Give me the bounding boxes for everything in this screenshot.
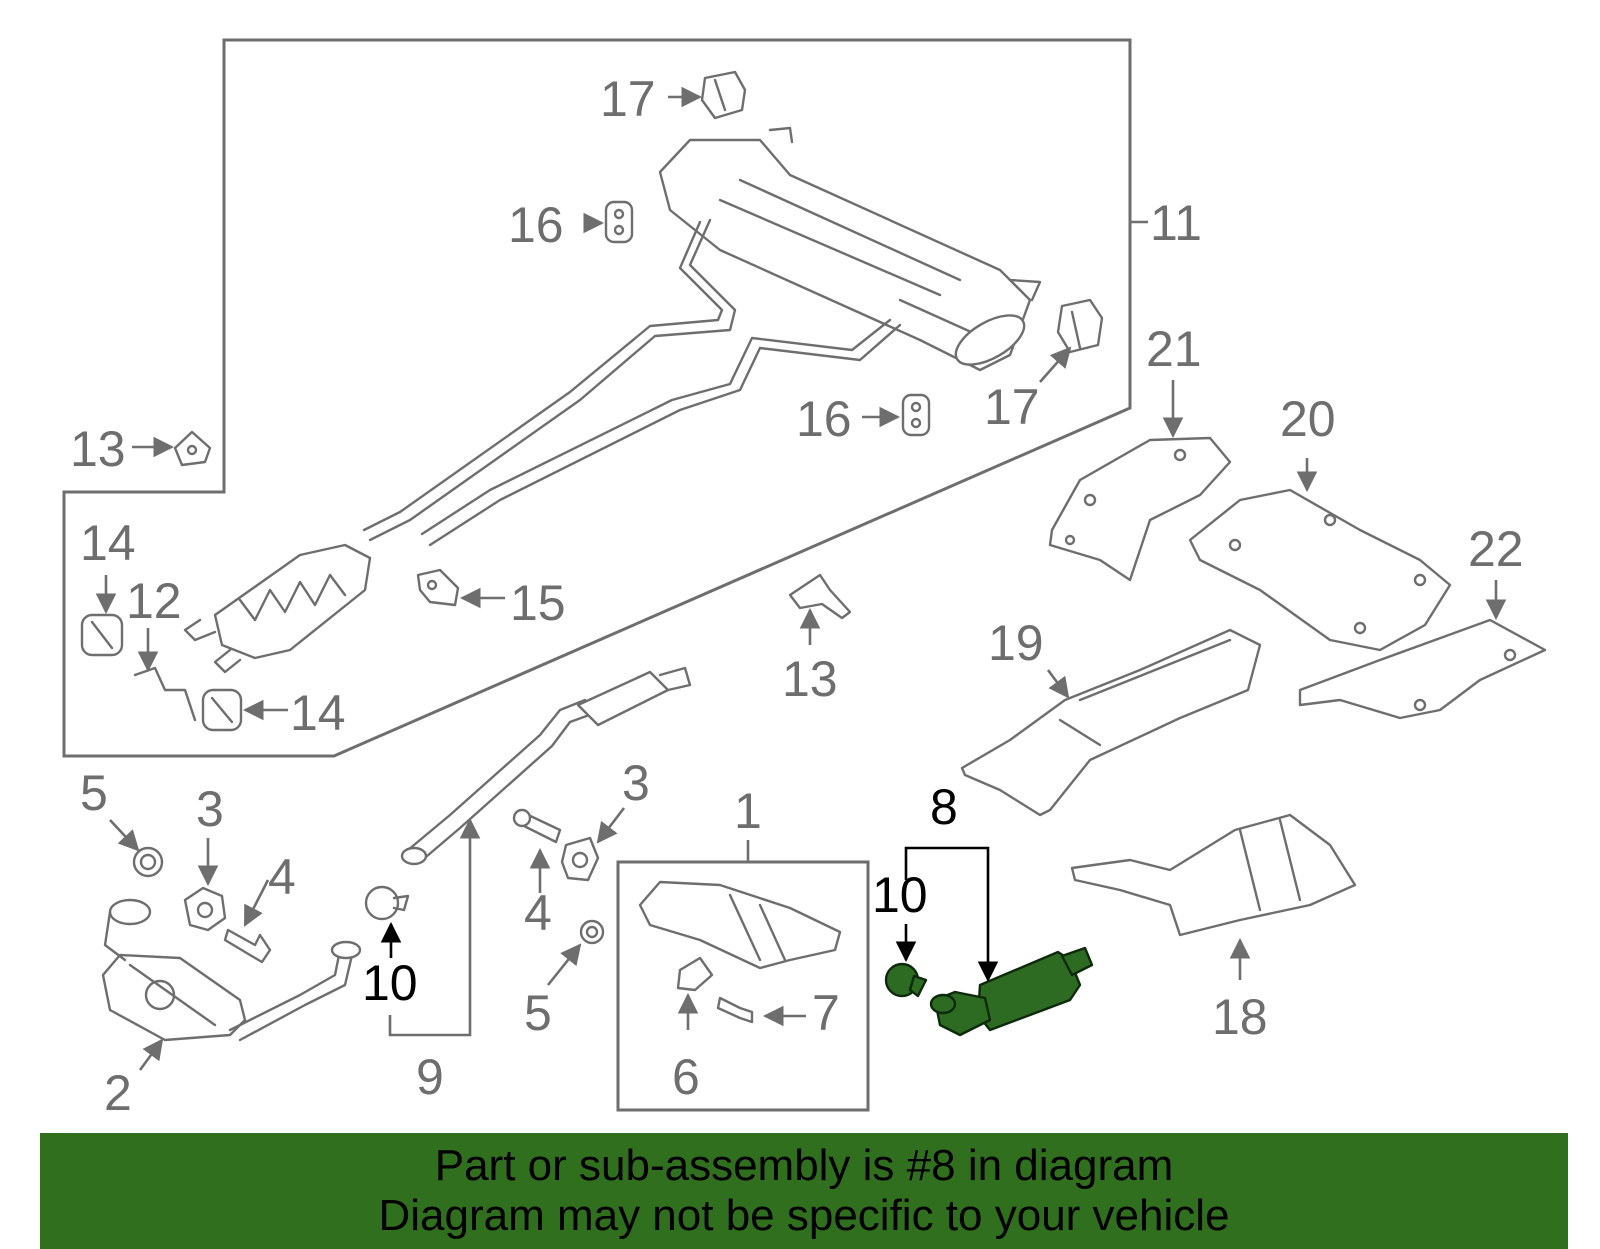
clamp-10-right-highlighted	[884, 962, 928, 998]
callout-16-right: 16	[796, 391, 852, 447]
hanger-17-top	[700, 70, 747, 120]
hanger-17-right	[1056, 298, 1104, 354]
callout-2: 2	[104, 1065, 132, 1121]
callout-15: 15	[510, 575, 566, 631]
callout-6: 6	[672, 1049, 700, 1105]
callout-17-right: 17	[984, 379, 1040, 435]
callout-11: 11	[1150, 195, 1202, 251]
notice-banner: Part or sub-assembly is #8 in diagram Di…	[40, 1133, 1568, 1249]
bolt-4-left	[223, 928, 272, 964]
bracket-15	[416, 568, 460, 607]
assembly-1-outline	[616, 860, 870, 1112]
callout-5-left: 5	[80, 765, 108, 821]
heat-shield-19	[960, 628, 1262, 817]
callout-1: 1	[734, 783, 762, 839]
callout-12: 12	[126, 573, 182, 629]
callout-17-top: 17	[600, 71, 656, 127]
callout-20: 20	[1280, 391, 1336, 447]
catalytic-converter	[638, 880, 842, 970]
heat-shield-20	[1188, 488, 1452, 652]
banner-line-1: Part or sub-assembly is #8 in diagram	[434, 1141, 1174, 1190]
isolator-14-left	[80, 613, 124, 657]
callout-13-bottom: 13	[782, 651, 838, 707]
callout-9: 9	[416, 1049, 444, 1105]
callout-21: 21	[1146, 321, 1202, 377]
callout-8[interactable]: 8	[930, 779, 958, 835]
isolator-16-right	[901, 393, 931, 437]
callout-4-right: 4	[524, 885, 552, 941]
callout-14-bottom: 14	[290, 685, 346, 741]
bolt-4-right	[512, 808, 562, 844]
clamp-10-left	[364, 885, 410, 921]
callout-labels: 17 16 11 21 17 16 20 13 14 22 12 15 19 1…	[70, 71, 1524, 1121]
callout-10-left: 10	[362, 955, 418, 1011]
rear-muffler	[658, 126, 1042, 372]
callout-16-top: 16	[508, 197, 564, 253]
heat-shield-21	[1048, 436, 1232, 582]
front-pipe-2	[101, 898, 362, 1042]
callout-14-top: 14	[80, 515, 136, 571]
callout-19: 19	[988, 615, 1044, 671]
resonator	[183, 543, 372, 674]
bracket-6	[676, 956, 714, 992]
isolator-13-top	[173, 430, 212, 467]
nut-5-left	[132, 846, 164, 878]
leader-lines	[95, 86, 1507, 1071]
callout-4-left: 4	[268, 849, 296, 905]
part-8-muffler-highlighted	[929, 946, 1094, 1037]
bolt-7	[716, 996, 754, 1024]
exhaust-pipes	[362, 218, 902, 547]
intermediate-pipe-9	[400, 666, 692, 866]
callout-3-right: 3	[622, 755, 650, 811]
heat-shield-18	[1070, 813, 1357, 937]
heat-shield-22	[1298, 618, 1547, 720]
callout-5-right: 5	[524, 985, 552, 1041]
gasket-3-right	[560, 836, 600, 882]
bracket-12	[133, 666, 197, 722]
nut-5-right	[579, 919, 605, 945]
callout-10-right[interactable]: 10	[872, 867, 928, 923]
callout-3-left: 3	[196, 781, 224, 837]
callout-18: 18	[1212, 989, 1268, 1045]
callout-22: 22	[1468, 521, 1524, 577]
callout-13-top: 13	[70, 421, 126, 477]
banner-line-2: Diagram may not be specific to your vehi…	[378, 1191, 1230, 1240]
isolator-14-bottom	[201, 688, 243, 732]
isolator-16-top	[604, 200, 634, 244]
gasket-3-left	[183, 886, 227, 932]
assembly-11-outline	[62, 38, 1132, 758]
callout-7: 7	[812, 985, 840, 1041]
bracket-13-lower	[788, 573, 852, 620]
